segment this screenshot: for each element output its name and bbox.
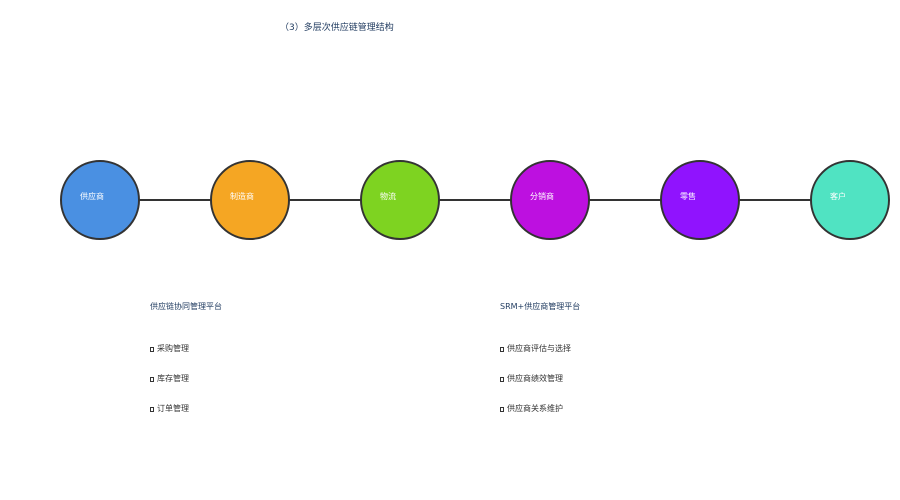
node-label: 分销商 [530,191,554,201]
checkbox-icon [150,347,154,352]
panel-srm-item: 供应商关系维护 [500,404,580,434]
flow-node: 分销商 [510,160,590,240]
node-circle [660,160,740,240]
node-circle [810,160,890,240]
panel-collaboration: 供应链协同管理平台 采购管理 库存管理 订单管理 [150,301,222,434]
panel-item-label: 供应商绩效管理 [507,374,563,383]
flow-node: 客户 [810,160,890,240]
node-circle [210,160,290,240]
node-label: 制造商 [230,191,254,201]
panel-collaboration-item: 订单管理 [150,404,222,434]
node-circle [510,160,590,240]
flow-node: 制造商 [210,160,290,240]
panel-item-label: 供应商评估与选择 [507,344,571,353]
flow-node: 零售 [660,160,740,240]
checkbox-icon [150,407,154,412]
checkbox-icon [150,377,154,382]
node-label: 零售 [680,191,696,201]
flow-node: 物流 [360,160,440,240]
diagram-title: （3）多层次供应链管理结构 [280,23,394,33]
panel-collaboration-item: 库存管理 [150,374,222,404]
checkbox-icon [500,407,504,412]
panel-collaboration-item: 采购管理 [150,344,222,374]
flow-node: 供应商 [60,160,140,240]
node-label: 供应商 [80,191,104,201]
panel-item-label: 库存管理 [157,374,189,383]
panel-srm: SRM+供应商管理平台 供应商评估与选择 供应商绩效管理 供应商关系维护 [500,301,580,434]
node-label: 物流 [380,191,396,201]
node-circle [60,160,140,240]
panel-srm-title: SRM+供应商管理平台 [500,302,581,311]
panel-srm-item: 供应商绩效管理 [500,374,580,404]
node-label: 客户 [830,191,846,201]
panel-collaboration-title: 供应链协同管理平台 [150,302,222,311]
panel-srm-item: 供应商评估与选择 [500,344,580,374]
checkbox-icon [500,347,504,352]
panel-item-label: 采购管理 [157,344,189,353]
panel-item-label: 供应商关系维护 [507,404,563,413]
checkbox-icon [500,377,504,382]
node-circle [360,160,440,240]
panel-item-label: 订单管理 [157,404,189,413]
